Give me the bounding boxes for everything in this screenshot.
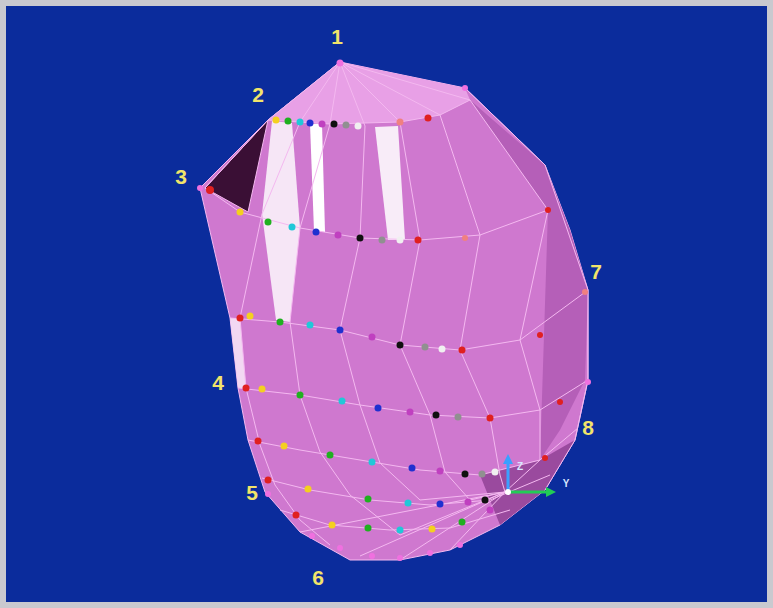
callout-number: 2 [252,83,264,107]
egg-mesh [200,62,588,560]
axis-label: Y [563,478,570,489]
axis-triad [503,454,556,497]
callout-number: 4 [212,371,224,395]
callout-number: 5 [246,481,258,505]
callout-number: 3 [175,165,187,189]
callout-number: 8 [582,416,594,440]
callout-number: 1 [331,25,343,49]
axis-label: Z [517,461,523,472]
mesh-dots [197,60,591,562]
callout-number: 7 [590,260,602,284]
background [6,6,767,602]
callout-number: 6 [312,566,324,590]
